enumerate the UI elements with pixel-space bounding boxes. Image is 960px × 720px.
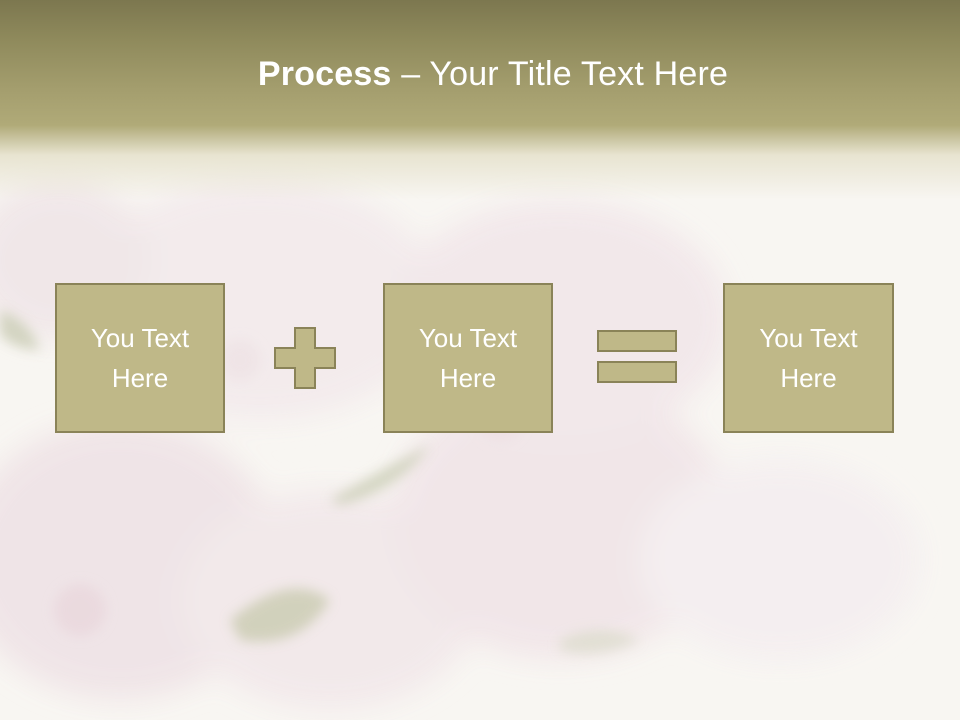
- plus-icon: [274, 327, 336, 389]
- slide-title: Process – Your Title Text Here: [0, 48, 960, 100]
- title-bold: Process: [257, 55, 392, 93]
- process-step-label: You Text Here: [90, 323, 190, 393]
- equals-icon: [597, 330, 677, 383]
- process-step-box: You Text Here: [383, 283, 553, 433]
- process-step-box: You Text Here: [723, 283, 894, 433]
- process-step-box: You Text Here: [55, 283, 225, 433]
- header-band: [0, 0, 960, 200]
- process-step-label: You Text Here: [418, 323, 518, 393]
- title-rest: – Your Title Text Here: [391, 55, 729, 93]
- process-step-label: You Text Here: [759, 323, 858, 393]
